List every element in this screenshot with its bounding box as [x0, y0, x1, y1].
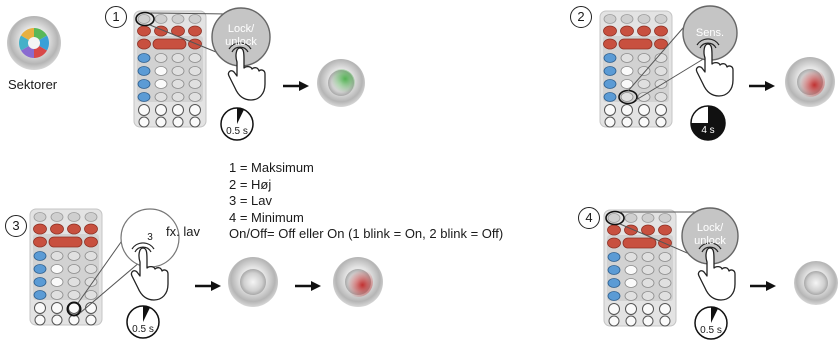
step1-highlight [135, 11, 155, 27]
step2-timer-icon [690, 105, 726, 141]
step1-timer-label: 0.5 s [226, 126, 248, 137]
step1-number: 1 [105, 6, 127, 28]
step3-bubble-label: 3 [147, 232, 153, 243]
step3-sensor-off-icon [228, 257, 278, 307]
step2-number: 2 [570, 6, 592, 28]
step2-arrow-icon [747, 79, 777, 93]
step3-number: 3 [5, 215, 27, 237]
step4-arrow-icon [748, 279, 778, 293]
step3-timer-label: 0.5 s [132, 324, 154, 335]
step3-remote-icon [29, 208, 103, 326]
step4-timer-icon [694, 306, 728, 340]
sectors-label: Sektorer [8, 77, 58, 92]
step4-timer-label: 0.5 s [700, 325, 722, 336]
step2-timer-label: 4 s [701, 125, 715, 136]
step4-number: 4 [578, 207, 600, 229]
step4-bubble-label: Lock/ unlock [694, 222, 726, 247]
legend-line-1: 1 = Maksimum [229, 160, 314, 175]
step3-timer-icon [126, 305, 160, 339]
step3-result-sensor-icon [333, 257, 383, 307]
legend-line-4: 4 = Minimum [229, 209, 304, 225]
step3-arrow-icon [193, 279, 223, 293]
step4-highlight [605, 210, 625, 226]
step2-remote-icon [599, 10, 673, 128]
step2-result-sensor-icon [785, 57, 835, 107]
step1-timer-icon [220, 107, 254, 141]
step4-remote-icon [603, 209, 677, 327]
intensity-legend: 1 = Maksimum 2 = Høj 3 = Lav 4 = Minimum… [229, 160, 503, 243]
step1-remote-icon [133, 10, 207, 128]
step3-arrow2-icon [293, 279, 323, 293]
legend-line-2: 2 = Høj [229, 176, 272, 192]
step1-result-sensor-icon [317, 59, 365, 107]
step2-bubble-label: Sens. [695, 27, 725, 39]
step3-note: fx. lav [166, 224, 200, 239]
step3-highlight [66, 301, 82, 317]
step4-result-sensor-icon [794, 261, 838, 305]
step1-bubble-label: Lock/ unlock [225, 23, 257, 48]
legend-line-3: 3 = Lav [229, 193, 273, 208]
step1-arrow-icon [281, 79, 311, 93]
legend-line-5: On/Off= Off eller On (1 blink = On, 2 bl… [229, 226, 504, 241]
sectors-sensor-icon [7, 16, 61, 70]
